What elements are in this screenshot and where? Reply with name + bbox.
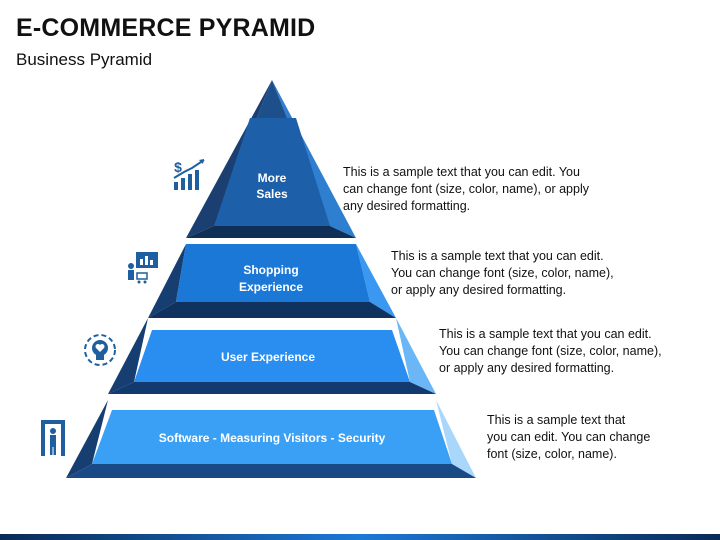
pyramid-level-2: Shopping Experience <box>148 244 396 318</box>
description-line: This is a sample text that you can edit. <box>439 327 652 341</box>
description-line: This is a sample text that you can edit.… <box>343 165 580 179</box>
page-title: E-COMMERCE PYRAMID <box>16 14 316 42</box>
level-2-description: This is a sample text that you can edit.… <box>391 248 614 299</box>
description-line: can change font (size, color, name), or … <box>343 182 589 196</box>
description-line: or apply any desired formatting. <box>391 283 567 297</box>
pyramid-level-4: Software - Measuring Visitors - Security <box>66 400 476 478</box>
description-line: you can edit. You can change <box>487 430 651 444</box>
description-line: This is a sample text that you can edit. <box>391 249 604 263</box>
pyramid-level-1: More Sales <box>186 80 356 238</box>
level-3-description: This is a sample text that you can edit.… <box>439 326 662 377</box>
dollar-growth-chart-icon: $ <box>173 159 205 190</box>
shopper-cart-icon <box>128 252 158 284</box>
footer-accent-bar <box>0 534 720 540</box>
page-subtitle: Business Pyramid <box>16 50 153 69</box>
svg-text:$: $ <box>174 159 182 175</box>
level-1-label-line2: Sales <box>256 187 288 201</box>
level-4-label: Software - Measuring Visitors - Security <box>159 431 386 445</box>
description-line: font (size, color, name). <box>487 447 617 461</box>
description-line: This is a sample text that <box>487 413 626 427</box>
level-1-label-line1: More <box>258 171 287 185</box>
level-4-description: This is a sample text that you can edit.… <box>487 412 650 463</box>
description-line: You can change font (size, color, name), <box>439 344 662 358</box>
description-line: or apply any desired formatting. <box>439 361 615 375</box>
user-heart-icon <box>84 334 116 366</box>
level-2-label-line2: Experience <box>239 280 303 294</box>
security-scanner-icon <box>41 420 65 456</box>
level-3-label: User Experience <box>221 350 315 364</box>
description-line: any desired formatting. <box>343 199 471 213</box>
description-line: You can change font (size, color, name), <box>391 266 614 280</box>
level-1-description: This is a sample text that you can edit.… <box>343 164 589 215</box>
level-2-label-line1: Shopping <box>243 263 298 277</box>
pyramid-level-3: User Experience <box>108 318 436 394</box>
